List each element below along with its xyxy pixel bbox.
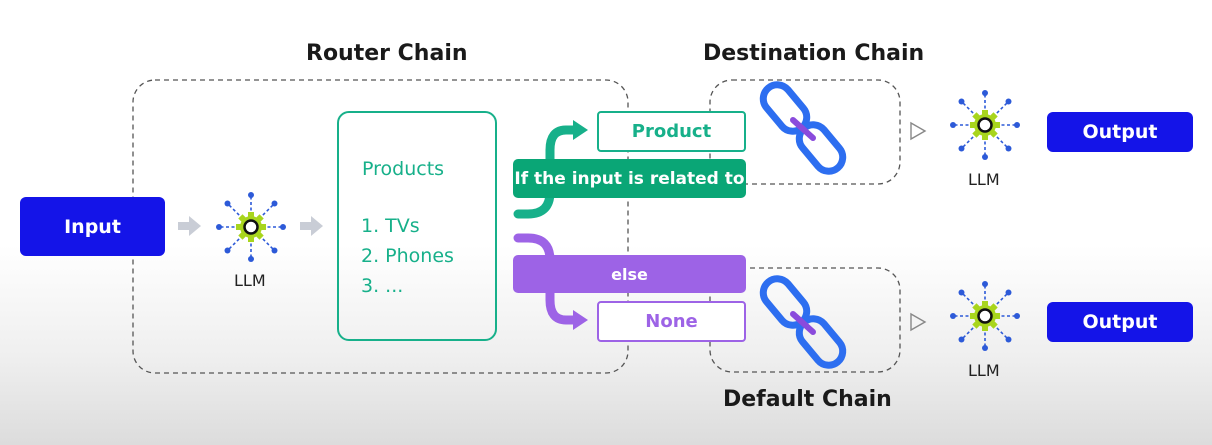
product-route-box: Product <box>597 111 746 152</box>
condition-banner: If the input is related to <box>513 159 746 198</box>
product-list-item: 2. Phones <box>361 245 454 267</box>
destination-chain-title: Destination Chain <box>703 41 925 66</box>
play-triangle-icon <box>910 312 927 332</box>
default-chain-title: Default Chain <box>723 387 892 412</box>
play-triangle-icon <box>910 121 927 141</box>
output-button-bottom[interactable]: Output <box>1047 302 1193 342</box>
llm-label: LLM <box>968 170 1000 189</box>
else-banner: else <box>513 255 746 293</box>
default-chain-container <box>709 267 901 373</box>
none-route-box: None <box>597 301 746 342</box>
llm-gear-icon <box>214 190 288 264</box>
flow-arrows <box>178 216 323 236</box>
chain-link-icon <box>758 273 849 371</box>
llm-label: LLM <box>234 271 266 290</box>
products-heading: Products <box>362 158 445 180</box>
llm-gear-icon <box>948 279 1022 353</box>
llm-gear-icon <box>948 88 1022 162</box>
input-button[interactable]: Input <box>20 197 165 256</box>
llm-label: LLM <box>968 361 1000 380</box>
product-list-item: 3. ... <box>361 275 404 297</box>
product-list-item: 1. TVs <box>361 215 420 237</box>
products-panel: Products 1. TVs 2. Phones 3. ... <box>337 111 497 341</box>
router-chain-title: Router Chain <box>306 41 468 66</box>
chain-link-icon <box>758 79 849 177</box>
destination-chain-container <box>709 79 901 185</box>
output-button-top[interactable]: Output <box>1047 112 1193 152</box>
